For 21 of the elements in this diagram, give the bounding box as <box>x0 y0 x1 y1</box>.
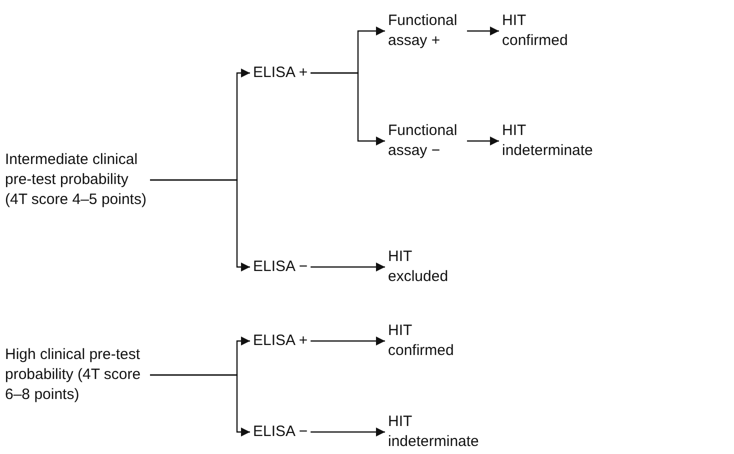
node-label: Functional assay + <box>388 11 458 51</box>
node-label: HIT indeterminate <box>388 412 479 452</box>
arrow <box>467 136 499 146</box>
node-label: Intermediate clinical pre-test probability (4T score 4–5 points) <box>5 150 147 210</box>
arrow <box>150 179 250 272</box>
node-label: HIT confirmed <box>388 321 454 361</box>
node-label: ELISA − <box>253 257 308 277</box>
node-label: Functional assay − <box>388 121 458 161</box>
arrow <box>467 26 499 36</box>
node-label: HIT confirmed <box>502 11 568 51</box>
arrow <box>310 336 385 346</box>
node-label: HIT excluded <box>388 247 448 287</box>
arrow <box>150 374 250 436</box>
arrow <box>310 428 385 436</box>
node-label: ELISA − <box>253 422 308 442</box>
node-label: ELISA + <box>253 63 308 83</box>
arrow <box>310 72 385 146</box>
node-label: ELISA + <box>253 331 308 351</box>
node-label: HIT indeterminate <box>502 121 593 161</box>
node-label: High clinical pre-test probability (4T score 6–8 points) <box>5 345 142 405</box>
arrow <box>310 262 385 272</box>
